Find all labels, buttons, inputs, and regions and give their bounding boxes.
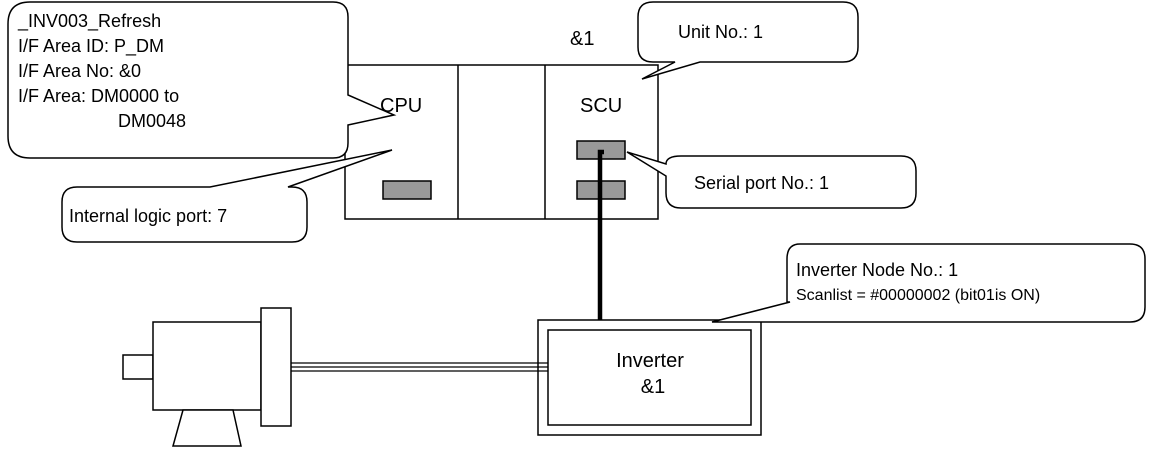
motor-base bbox=[172, 409, 242, 447]
serial-cable bbox=[597, 149, 604, 320]
inverter-inner-frame bbox=[547, 329, 752, 426]
motor bbox=[122, 307, 292, 447]
motor-body bbox=[152, 321, 262, 411]
unit-no-callout-shape bbox=[637, 1, 859, 80]
motor-cable bbox=[291, 362, 548, 372]
inverter-node-callout: Inverter Node No.: 1 Scanlist = #0000000… bbox=[711, 243, 1146, 323]
inverter: Inverter &1 bbox=[537, 319, 762, 436]
motor-flange bbox=[260, 307, 292, 427]
internal-port-label: Internal logic port: 7 bbox=[69, 206, 227, 226]
cpu-info-callout: _INV003_Refresh I/F Area ID: P_DM I/F Ar… bbox=[7, 1, 397, 159]
inverter-node-callout-shape bbox=[711, 243, 1146, 323]
if-area-range: I/F Area: DM0000 to bbox=[18, 86, 179, 106]
if-area-no: I/F Area No: &0 bbox=[18, 61, 141, 81]
unit-ref-label: &1 bbox=[570, 28, 594, 50]
inverter-node-no: Inverter Node No.: 1 bbox=[796, 260, 958, 280]
inverter-ref: &1 bbox=[641, 376, 665, 398]
cpu-port bbox=[382, 180, 432, 200]
inverter-scanlist: Scanlist = #00000002 (bit01is ON) bbox=[796, 287, 1040, 304]
if-area-range-end: DM0048 bbox=[118, 111, 186, 131]
cpu-label: CPU bbox=[380, 95, 422, 117]
cpu-info-callout-shape bbox=[7, 1, 397, 159]
internal-port-callout: Internal logic port: 7 bbox=[61, 149, 393, 243]
scu-label: SCU bbox=[580, 95, 622, 117]
internal-port-callout-shape bbox=[61, 149, 393, 243]
inverter-outer-frame bbox=[537, 319, 762, 436]
if-area-id: I/F Area ID: P_DM bbox=[18, 36, 164, 57]
unit-no-callout: Unit No.: 1 bbox=[637, 1, 859, 80]
refresh-name: _INV003_Refresh bbox=[17, 11, 161, 32]
plc-rack: CPU SCU &1 bbox=[344, 28, 659, 220]
serial-port-label: Serial port No.: 1 bbox=[694, 173, 829, 193]
serial-port-callout: Serial port No.: 1 bbox=[626, 151, 917, 209]
serial-port-callout-shape bbox=[626, 151, 917, 209]
inverter-label: Inverter bbox=[616, 350, 684, 372]
unit-no-label: Unit No.: 1 bbox=[678, 22, 763, 42]
serial-cable-line bbox=[597, 149, 604, 320]
motor-shaft bbox=[122, 354, 154, 380]
